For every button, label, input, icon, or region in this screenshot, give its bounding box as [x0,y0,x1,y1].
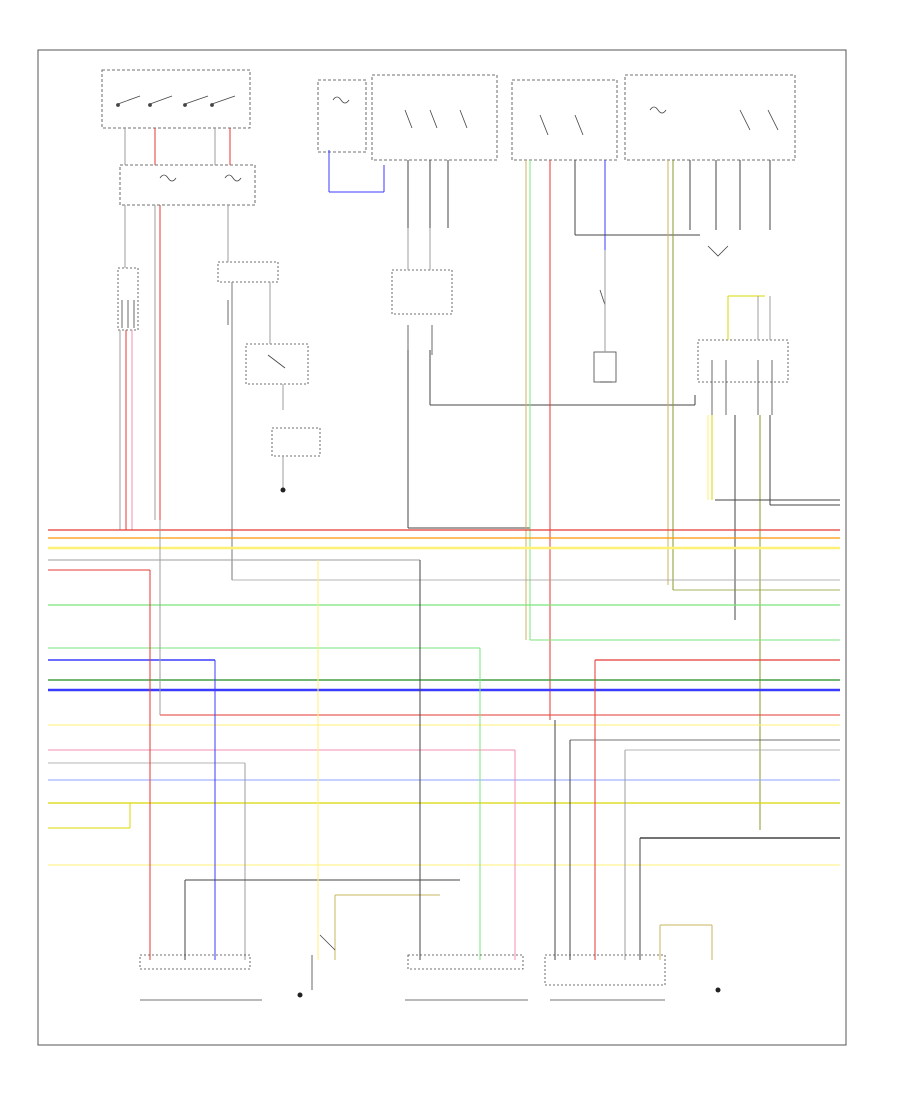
clutch-switch-bottom [311,934,336,990]
fuse-box-upper-left [119,164,256,206]
ground-bottom-right [715,987,721,993]
diagram-border [37,49,847,1046]
relay-center [391,269,453,355]
bus-wires [48,529,840,866]
relay-right [697,245,789,415]
relay-left [217,261,279,325]
left-front-junction-block [371,74,498,161]
passenger-junction-block [511,79,618,161]
ignition-switch [101,69,251,129]
sensor-right [544,954,666,1001]
sensor-left [139,954,262,1001]
fuse-box-upper-center [317,79,367,153]
lower-wiring [129,520,713,960]
clutch-switch [245,343,309,385]
ground-left [280,487,286,493]
ground-bottom-left [297,992,303,998]
fuse-box-upper-right [624,74,796,161]
multi-connector-left [117,267,139,331]
sensor-center [405,954,528,1001]
